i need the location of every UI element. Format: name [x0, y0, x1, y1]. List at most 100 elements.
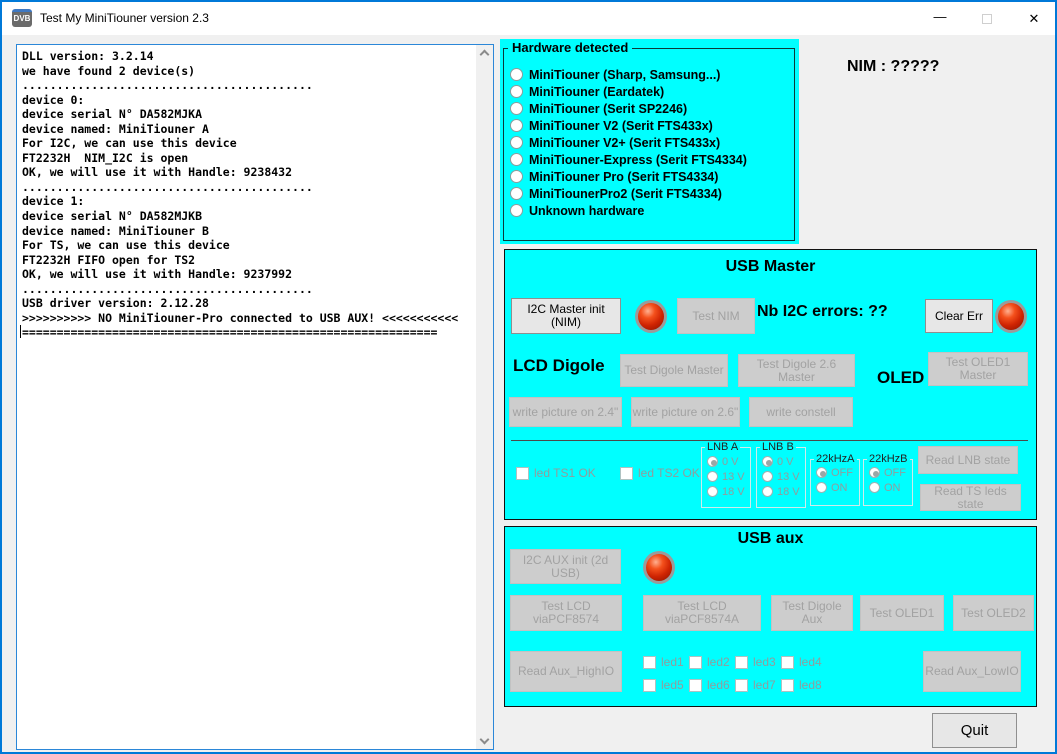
radio-label: MiniTiouner V2 (Serit FTS433x) [529, 119, 713, 133]
lnb-a-group: LNB A 0 V 13 V 18 V [701, 447, 751, 508]
22khz-b-title: 22kHzB [867, 453, 910, 465]
checkbox-icon [781, 679, 794, 692]
radio-label: OFF [884, 467, 906, 479]
scroll-down-icon[interactable] [480, 735, 490, 745]
write-picture-24-button[interactable]: write picture on 2.4" [509, 397, 622, 427]
radio-icon [762, 456, 773, 467]
aux-test-button[interactable]: Test OLED2 [953, 595, 1034, 631]
radio-label: 13 V [722, 471, 745, 483]
console-scrollbar[interactable] [476, 45, 493, 749]
i2c-aux-led-icon [643, 551, 675, 584]
test-digole-26-master-button[interactable]: Test Digole 2.6 Master [738, 354, 855, 387]
maximize-button[interactable] [964, 2, 1010, 35]
i2c-master-init-button[interactable]: I2C Master init (NIM) [511, 298, 621, 334]
lnb-b-radio-option[interactable]: 0 V [762, 454, 803, 469]
usb-aux-title: USB aux [505, 530, 1036, 548]
hardware-radio-option[interactable]: MiniTiouner V2+ (Serit FTS433x) [510, 134, 793, 151]
radio-icon [510, 119, 523, 132]
hardware-radio-option[interactable]: Unknown hardware [510, 202, 793, 219]
close-button[interactable]: ✕ [1011, 2, 1057, 35]
22khz-b-radio-option[interactable]: ON [869, 480, 910, 495]
hardware-radio-option[interactable]: MiniTiouner Pro (Serit FTS4334) [510, 168, 793, 185]
aux-led-checkbox[interactable]: led3 [735, 654, 781, 670]
test-oled1-master-button[interactable]: Test OLED1 Master [928, 352, 1028, 386]
console-line: ........................................… [22, 282, 471, 297]
aux-test-button[interactable]: Test LCD viaPCF8574A [643, 595, 761, 631]
hardware-radio-option[interactable]: MiniTiouner (Sharp, Samsung...) [510, 66, 793, 83]
lnb-a-title: LNB A [705, 441, 740, 453]
console-line: ........................................… [22, 78, 471, 93]
i2c-errors-led-icon [995, 300, 1027, 333]
i2c-aux-init-button[interactable]: I2C AUX init (2d USB) [510, 549, 621, 584]
read-ts-leds-state-button[interactable]: Read TS leds state [920, 484, 1021, 511]
test-digole-master-button[interactable]: Test Digole Master [620, 354, 728, 387]
checkbox-icon [781, 656, 794, 669]
console-log-box[interactable]: DLL version: 3.2.14we have found 2 devic… [16, 44, 494, 750]
hardware-radio-option[interactable]: MiniTiouner (Serit SP2246) [510, 100, 793, 117]
read-aux-lowio-button[interactable]: Read Aux_LowIO [923, 651, 1021, 692]
aux-led-checkbox[interactable]: led2 [689, 654, 735, 670]
write-picture-26-button[interactable]: write picture on 2.6" [631, 397, 740, 427]
aux-test-button[interactable]: Test LCD viaPCF8574 [510, 595, 622, 631]
22khz-b-radio-option[interactable]: OFF [869, 465, 910, 480]
scroll-up-icon[interactable] [480, 50, 490, 60]
write-constell-button[interactable]: write constell [749, 397, 853, 427]
lnb-b-radio-option[interactable]: 13 V [762, 469, 803, 484]
aux-led-checkbox[interactable]: led7 [735, 677, 781, 693]
console-line: ........................................… [22, 180, 471, 195]
test-nim-button[interactable]: Test NIM [677, 298, 755, 334]
aux-led-checkbox[interactable]: led1 [643, 654, 689, 670]
hardware-radio-option[interactable]: MiniTiouner-Express (Serit FTS4334) [510, 151, 793, 168]
checkbox-label: led6 [707, 678, 730, 692]
hardware-detected-title: Hardware detected [508, 40, 632, 55]
22khz-a-radio-option[interactable]: OFF [816, 465, 857, 480]
aux-led-checkbox[interactable]: led8 [781, 677, 827, 693]
checkbox-label: led TS1 OK [534, 466, 596, 480]
radio-icon [510, 204, 523, 217]
console-line: DLL version: 3.2.14 [22, 49, 471, 64]
22khz-b-group: 22kHzB OFF ON [863, 459, 913, 506]
minimize-button[interactable]: — [917, 2, 963, 35]
hardware-radio-option[interactable]: MiniTiouner (Eardatek) [510, 83, 793, 100]
nb-i2c-errors-label: Nb I2C errors: ?? [757, 303, 888, 321]
aux-test-button[interactable]: Test OLED1 [860, 595, 944, 631]
minimize-icon: — [934, 9, 947, 24]
checkbox-icon [735, 679, 748, 692]
radio-icon [707, 486, 718, 497]
lnb-a-radio-option[interactable]: 0 V [707, 454, 748, 469]
aux-led-checkbox[interactable]: led5 [643, 677, 689, 693]
oled-label: OLED [877, 368, 924, 388]
radio-icon [510, 153, 523, 166]
hardware-radio-option[interactable]: MiniTiounerPro2 (Serit FTS4334) [510, 185, 793, 202]
led-ts1-checkbox[interactable]: led TS1 OK [516, 466, 596, 480]
aux-test-button[interactable]: Test Digole Aux [771, 595, 853, 631]
console-line: >>>>>>>>>> NO MiniTiouner-Pro connected … [22, 311, 471, 326]
hardware-radio-option[interactable]: MiniTiouner V2 (Serit FTS433x) [510, 117, 793, 134]
read-aux-highio-button[interactable]: Read Aux_HighIO [510, 651, 622, 692]
quit-button[interactable]: Quit [932, 713, 1017, 748]
radio-label: MiniTiouner (Serit SP2246) [529, 102, 687, 116]
radio-icon [707, 471, 718, 482]
22khz-a-radio-option[interactable]: ON [816, 480, 857, 495]
checkbox-icon [643, 679, 656, 692]
lnb-b-radio-option[interactable]: 18 V [762, 484, 803, 499]
radio-label: 18 V [722, 486, 745, 498]
led-ts2-checkbox[interactable]: led TS2 OK [620, 466, 700, 480]
read-lnb-state-button[interactable]: Read LNB state [918, 446, 1018, 474]
clear-err-button[interactable]: Clear Err [925, 299, 993, 333]
lnb-a-radio-option[interactable]: 18 V [707, 484, 748, 499]
console-line: OK, we will use it with Handle: 9237992 [22, 267, 471, 282]
console-line: ========================================… [22, 325, 471, 340]
radio-label: 0 V [777, 456, 794, 468]
console-line: we have found 2 device(s) [22, 64, 471, 79]
app-icon: DVB [12, 9, 32, 27]
aux-led-checkbox[interactable]: led4 [781, 654, 827, 670]
usb-master-panel: USB Master I2C Master init (NIM) Test NI… [504, 249, 1037, 520]
radio-label: 0 V [722, 456, 739, 468]
console-line: device serial N° DA582MJKB [22, 209, 471, 224]
aux-led-checkbox[interactable]: led6 [689, 677, 735, 693]
title-bar[interactable]: DVB Test My MiniTiouner version 2.3 — ✕ [2, 2, 1055, 35]
aux-test-buttons-row: Test LCD viaPCF8574 Test LCD viaPCF8574A T… [505, 595, 1036, 631]
lnb-a-radio-option[interactable]: 13 V [707, 469, 748, 484]
